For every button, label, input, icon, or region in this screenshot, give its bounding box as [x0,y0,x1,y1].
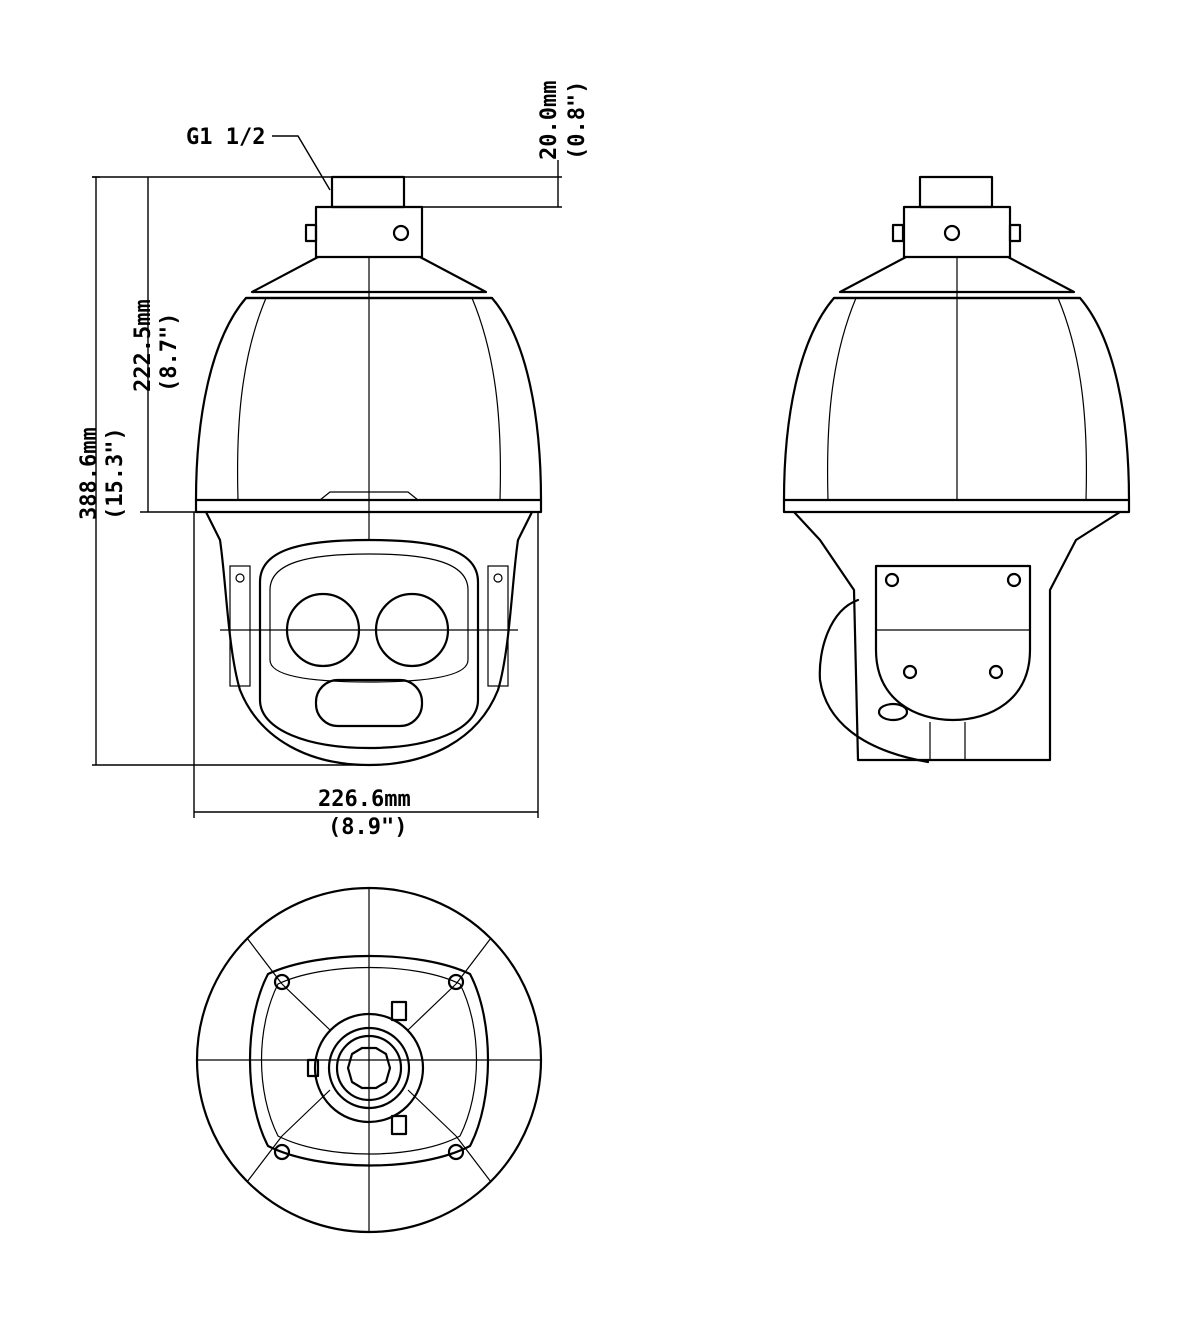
side-housing-rib [1057,297,1088,501]
front-housing-rib-left [236,297,267,501]
top-mount-ring [327,1026,411,1110]
top-rib-inner [407,1089,457,1137]
front-camera-head [258,538,480,750]
front-bracket-screw [235,573,245,583]
front-view [194,175,543,767]
top-corner-screw [273,1143,291,1161]
side-collar-mount [902,205,1012,259]
upper-height-mm-label: 222.5mm [131,299,156,392]
top-mount-ring-outer [313,1012,425,1124]
side-collar-top [918,175,994,209]
thread-leader [272,135,331,191]
side-collar-screw [943,224,961,242]
side-collar-nub [1008,223,1022,243]
top-rib-inner [407,983,457,1031]
side-cover-plate [874,564,1032,722]
width-mm-label: 226.6mm [318,787,411,812]
top-mount-ring-inner [335,1034,403,1102]
dimension-labels: G1 1/2 20.0mm (0.8") 222.5mm (8.7") 388.… [77,81,590,840]
total-height-inch-label: (15.3") [103,427,128,520]
side-sensor [877,702,909,722]
front-lens-bezel [269,553,469,683]
top-rib-inner [281,1089,331,1137]
dimension-lines [92,135,562,818]
side-plate-screw [884,572,900,588]
side-head-curve [818,598,930,764]
top-square-housing [248,954,490,1167]
top-rib [246,1135,283,1183]
top-mount-nub [306,1058,320,1078]
top-rib [455,937,492,985]
side-housing-rib [826,297,857,501]
collar-inch-label: (0.8") [565,81,590,160]
side-plate-screw [1006,572,1022,588]
top-mount-nub [390,1000,408,1022]
total-height-mm-label: 388.6mm [77,427,102,520]
top-view [195,886,543,1234]
side-collar-nub [891,223,905,243]
front-bracket-left [229,565,251,687]
upper-height-inch-label: (8.7") [157,313,182,392]
width-inch-label: (8.9") [328,815,407,840]
side-view [782,175,1131,764]
top-square-inner [260,966,478,1155]
top-corner-screw [447,973,465,991]
top-corner-screw [273,973,291,991]
side-plate-screw [988,664,1004,680]
front-collar-top [330,175,406,209]
top-corner-screw [447,1143,465,1161]
front-collar-screw [392,224,410,242]
top-rib [455,1135,492,1183]
side-plate-screw [902,664,918,680]
front-bracket-screw [493,573,503,583]
front-housing-rib-right [471,297,502,501]
side-yoke [792,510,1122,762]
top-rib-inner [281,983,331,1031]
side-housing-skirt [782,498,1131,514]
top-mount-nub [390,1114,408,1136]
front-collar-mount [314,205,424,259]
thread-label: G1 1/2 [186,125,265,150]
front-ir-window [314,678,424,728]
front-bracket-right [487,565,509,687]
top-mount-hex [346,1046,392,1090]
front-collar-nub [304,223,318,243]
collar-mm-label: 20.0mm [537,81,562,160]
top-rib [246,937,283,985]
